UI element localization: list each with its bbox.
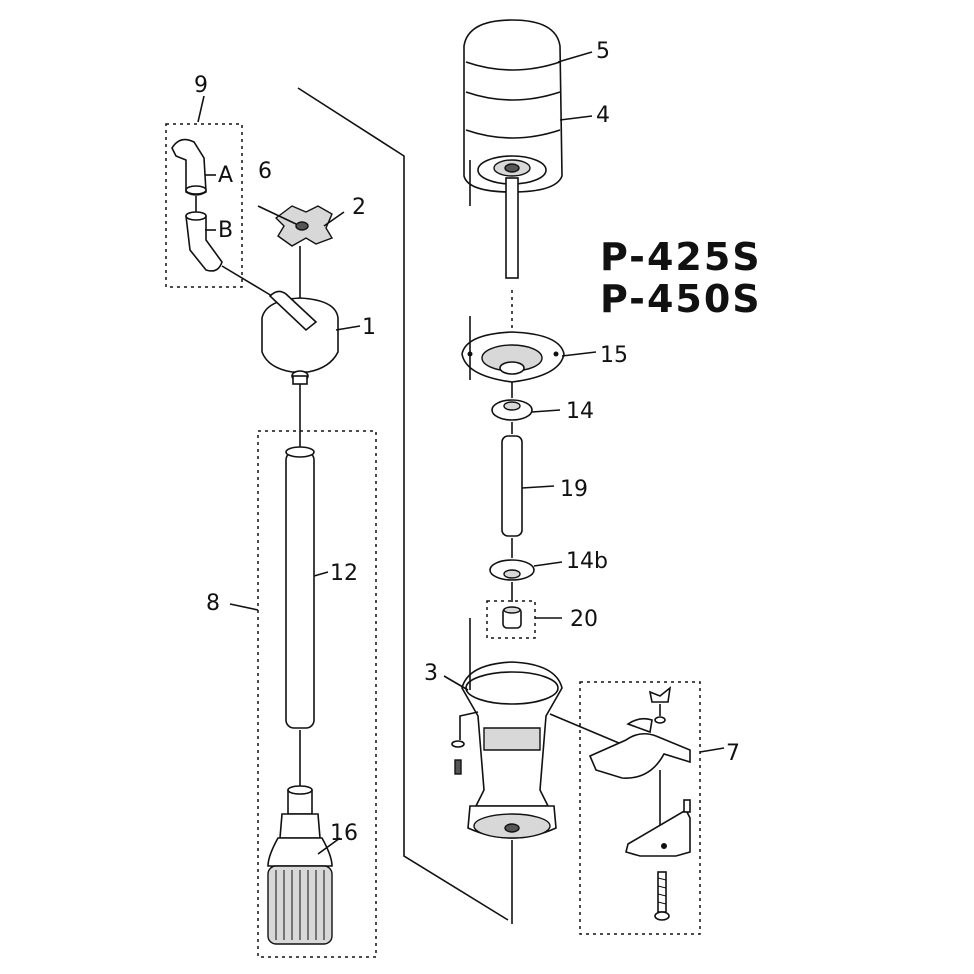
rod-part [501, 435, 523, 537]
callout-a: A [218, 163, 233, 188]
motor-shaft-part [505, 177, 519, 279]
callout-9: 9 [194, 73, 208, 98]
callout-19: 19 [560, 477, 588, 502]
base-housing-part [461, 661, 563, 839]
callout-2: 2 [352, 195, 366, 220]
tube-group-box [257, 430, 377, 958]
blower-housing-part [261, 290, 339, 385]
base-screw-part [451, 740, 465, 775]
clamp-bracket-part [588, 717, 691, 779]
callout-20: 20 [570, 607, 598, 632]
mounting-plate-part [461, 331, 565, 383]
clamp-group-box [579, 681, 701, 935]
plug-part [502, 606, 522, 629]
callout-8: 8 [206, 591, 220, 616]
callout-16: 16 [330, 821, 358, 846]
model-number-1: P-425S [600, 235, 762, 279]
callout-b: B [218, 218, 233, 243]
washer-top-part [491, 399, 533, 421]
callout-1: 1 [362, 315, 376, 340]
hose-part-b [185, 211, 223, 272]
hose-part-a [171, 138, 207, 196]
callout-6: 6 [258, 159, 272, 184]
callout-5: 5 [596, 39, 610, 64]
nozzle-part [267, 785, 333, 945]
plug-group-box [486, 600, 536, 639]
clamp-plate-part [625, 799, 691, 857]
motor-drum-part [463, 19, 563, 193]
wing-nut-part [648, 686, 672, 724]
callout-14: 14 [566, 399, 594, 424]
model-number-2: P-450S [600, 277, 762, 321]
extension-tube-part [285, 446, 315, 729]
callout-7: 7 [726, 741, 740, 766]
exploded-view-frame [297, 87, 509, 921]
callout-14b: 14b [566, 549, 608, 574]
washer-bottom-part [489, 559, 535, 581]
fan-blade-part [274, 205, 334, 247]
callout-15: 15 [600, 343, 628, 368]
callout-3: 3 [424, 661, 438, 686]
clamp-bolt-part [654, 871, 670, 921]
hose-group-box [165, 123, 243, 288]
callout-12: 12 [330, 561, 358, 586]
callout-4: 4 [596, 103, 610, 128]
